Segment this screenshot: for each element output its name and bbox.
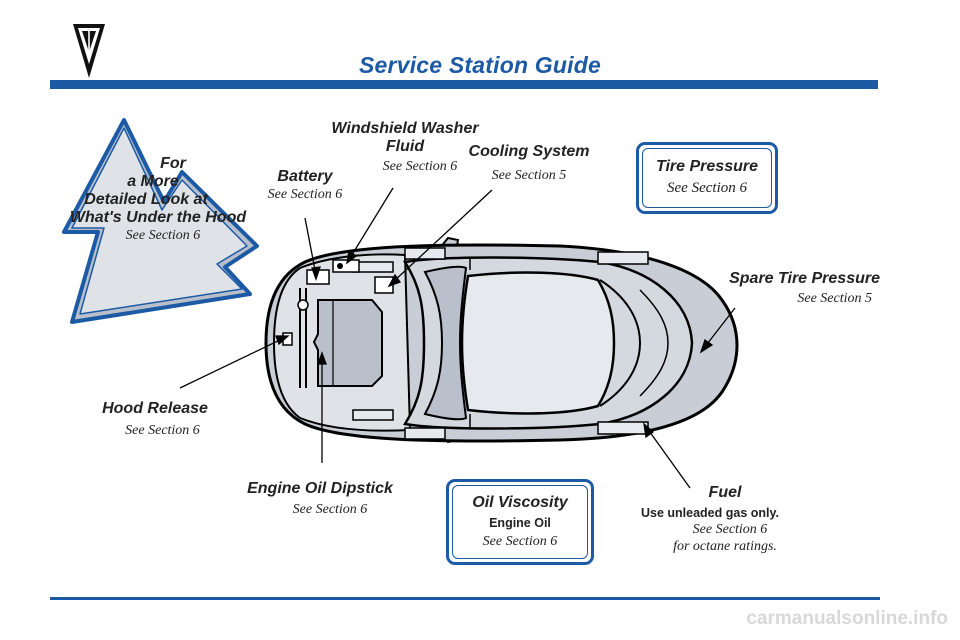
tire-pressure-title: Tire Pressure [656, 158, 758, 175]
spare-tire-label: Spare Tire Pressure See Section 5 [720, 270, 880, 307]
fuel-label: Fuel Use unleaded gas only. See Section … [610, 484, 810, 555]
cooling-title: Cooling System [468, 143, 590, 160]
fuel-title: Fuel [708, 484, 742, 501]
hood-release-title: Hood Release [102, 400, 208, 417]
callout-arrow [62, 118, 259, 324]
dipstick-label: Engine Oil Dipstick See Section 6 [245, 480, 395, 518]
tire-pressure-ref: See Section 6 [667, 180, 747, 196]
fuel-ref2: for octane ratings. [673, 539, 777, 554]
tire-pressure-box: Tire Pressure See Section 6 [636, 142, 778, 214]
callout-line3: Detailed Look at [84, 191, 208, 208]
callout-line4: What's Under the Hood [69, 209, 247, 226]
callout-line1: For [160, 155, 186, 172]
battery-title: Battery [277, 168, 333, 185]
oil-viscosity-box-inner: Oil Viscosity Engine Oil See Section 6 [452, 485, 588, 559]
spare-tire-title: Spare Tire Pressure [729, 270, 880, 287]
watermark: carmanualsonline.info [746, 608, 948, 629]
spare-tire-ref: See Section 5 [797, 291, 872, 306]
washer-title-line2: Fluid [385, 138, 425, 155]
pontiac-arrowhead-icon [73, 24, 105, 78]
page-title: Service Station Guide [359, 52, 601, 78]
oil-viscosity-ref: See Section 6 [482, 534, 558, 549]
callout-line2: a More [127, 173, 179, 190]
dipstick-ref: See Section 6 [292, 502, 368, 517]
oil-viscosity-box: Oil Viscosity Engine Oil See Section 6 [446, 479, 594, 565]
oil-viscosity-sub: Engine Oil [489, 516, 551, 530]
battery-label: Battery See Section 6 [255, 168, 355, 203]
cooling-ref: See Section 5 [491, 168, 567, 183]
oil-viscosity-title: Oil Viscosity [472, 494, 568, 511]
tire-pressure-box-inner: Tire Pressure See Section 6 [642, 148, 772, 208]
washer-title-line1: Windshield Washer [331, 120, 479, 137]
callout-ref: See Section 6 [125, 228, 201, 243]
washer-ref: See Section 6 [382, 159, 458, 174]
callout-text: For a More Detailed Look at What's Under… [58, 155, 258, 244]
dipstick-title: Engine Oil Dipstick [247, 480, 393, 497]
washer-label: Windshield Washer Fluid See Section 6 [320, 120, 490, 175]
battery-ref: See Section 6 [267, 187, 343, 202]
hood-release-label: Hood Release See Section 6 [95, 400, 215, 439]
hood-release-ref: See Section 6 [125, 423, 200, 438]
header-rule [50, 80, 878, 89]
cooling-label: Cooling System See Section 5 [468, 143, 590, 184]
fuel-ref: See Section 6 [692, 522, 768, 537]
footer-rule [50, 597, 880, 600]
fuel-note: Use unleaded gas only. [640, 506, 779, 520]
